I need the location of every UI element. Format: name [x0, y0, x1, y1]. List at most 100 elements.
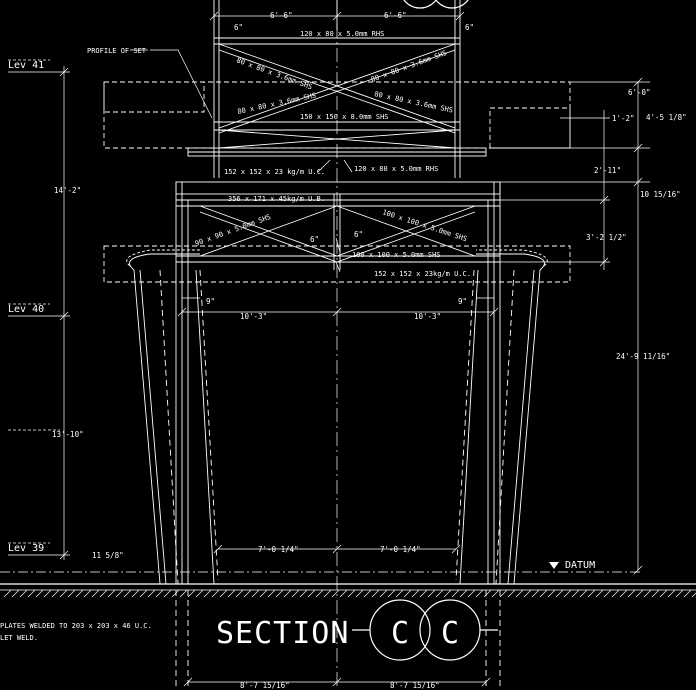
hatch-mark — [235, 589, 244, 598]
hatch-mark — [187, 589, 196, 598]
hatch-mark — [419, 589, 428, 598]
hatch-mark — [195, 589, 204, 598]
dim-r-2-11: 2'-11" — [594, 166, 621, 175]
hatch-mark — [539, 589, 548, 598]
hatch-mark — [683, 589, 692, 598]
hatch-mark — [3, 589, 12, 598]
dim-bot-left: 8'-7 15/16" — [240, 681, 290, 690]
dimension-lines — [8, 11, 650, 687]
member-shs-150: 150 x 150 x 8.0mm SHS — [300, 113, 389, 121]
hatch-mark — [123, 589, 132, 598]
hatch-mark — [243, 589, 252, 598]
dim-l-11: 11 5/8" — [92, 551, 124, 560]
dim-r-10: 10 15/16" — [640, 190, 681, 199]
hatch-mark — [475, 589, 484, 598]
hatch-mark — [443, 589, 452, 598]
hatch-mark — [19, 589, 28, 598]
hatch-mark — [203, 589, 212, 598]
hatch-mark — [435, 589, 444, 598]
section-mark-left: C — [391, 616, 410, 651]
hatch-mark — [75, 589, 84, 598]
hatch-mark — [275, 589, 284, 598]
hatch-mark — [219, 589, 228, 598]
section-mark-right: C — [441, 616, 460, 651]
dim-mid-left: 10'-3" — [240, 312, 267, 321]
hatch-mark — [331, 589, 340, 598]
dim-six-c: 6" — [310, 235, 319, 244]
dim-r-6-0: 6'-0" — [628, 88, 651, 97]
hatch-mark — [635, 589, 644, 598]
hatch-mark — [371, 589, 380, 598]
profile-label: PROFILE OF SET — [87, 47, 147, 55]
hatch-mark — [387, 589, 396, 598]
dim-top-left: 6'-6" — [270, 11, 293, 20]
hatch-mark — [483, 589, 492, 598]
note-line-1: PLATES WELDED TO 203 x 203 x 46 U.C. — [0, 622, 152, 630]
ground-hatch — [3, 589, 696, 598]
datum-triangle-icon — [549, 562, 559, 569]
text-labels: SECTION C C Lev 41 Lev 40 Lev 39 DATUM P… — [0, 11, 687, 690]
hatch-mark — [563, 589, 572, 598]
hatch-mark — [251, 589, 260, 598]
hatch-mark — [411, 589, 420, 598]
hatch-mark — [627, 589, 636, 598]
hatch-mark — [579, 589, 588, 598]
member-shs-100: 100 x 100 x 5.0mm SHS — [352, 251, 441, 259]
member-top-rhs: 120 x 80 x 5.0mm RHS — [300, 30, 384, 38]
hatch-mark — [571, 589, 580, 598]
hatch-mark — [83, 589, 92, 598]
hatch-mark — [587, 589, 596, 598]
hatch-mark — [155, 589, 164, 598]
hatch-mark — [51, 589, 60, 598]
hatch-mark — [339, 589, 348, 598]
hatch-mark — [515, 589, 524, 598]
hatch-mark — [91, 589, 100, 598]
hatch-mark — [227, 589, 236, 598]
hatch-mark — [675, 589, 684, 598]
dim-l-13-10: 13'-10" — [52, 430, 84, 439]
dim-r-1-2: 1'-2" — [612, 114, 635, 123]
member-uc-152-left: 152 x 152 x 23 kg/m U.C. — [224, 168, 325, 176]
hatch-mark — [651, 589, 660, 598]
hatch-mark — [99, 589, 108, 598]
hatch-mark — [403, 589, 412, 598]
dim-six-a: 6" — [234, 23, 243, 32]
hatch-mark — [115, 589, 124, 598]
hatch-mark — [459, 589, 468, 598]
hatch-mark — [131, 589, 140, 598]
member-uc-152-bottom: 152 x 152 x 23kg/m U.C. — [374, 270, 471, 278]
dim-r-3-2: 3'-2 1/2" — [586, 233, 627, 242]
hatch-mark — [523, 589, 532, 598]
dim-top-right: 6'-6" — [384, 11, 407, 20]
hatch-mark — [379, 589, 388, 598]
dim-six-b: 6" — [465, 23, 474, 32]
hatch-mark — [491, 589, 500, 598]
hatch-mark — [299, 589, 308, 598]
hatch-mark — [531, 589, 540, 598]
hatch-mark — [555, 589, 564, 598]
level-41: Lev 41 — [8, 60, 44, 71]
hatch-mark — [163, 589, 172, 598]
member-ub-356: 356 x 171 x 45kg/m U.B. — [228, 195, 325, 203]
dim-mid-right: 10'-3" — [414, 312, 441, 321]
hatch-mark — [603, 589, 612, 598]
hatch-mark — [395, 589, 404, 598]
hatch-mark — [315, 589, 324, 598]
dim-l-14-2: 14'-2" — [54, 186, 81, 195]
hatch-mark — [323, 589, 332, 598]
member-shs-low-right: 80 x 80 x 3.6mm SHS — [374, 90, 454, 114]
hatch-mark — [67, 589, 76, 598]
dim-low-left: 7'-0 1/4" — [258, 545, 299, 554]
hatch-mark — [179, 589, 188, 598]
hatch-mark — [211, 589, 220, 598]
hatch-mark — [267, 589, 276, 598]
hatch-mark — [659, 589, 668, 598]
hatch-mark — [363, 589, 372, 598]
hatch-mark — [35, 589, 44, 598]
dim-r-24-9: 24'-9 11/16" — [616, 352, 670, 361]
note-line-2: LET WELD. — [0, 634, 38, 642]
hatch-mark — [11, 589, 20, 598]
dim-r-4-5: 4'-5 1/8" — [646, 113, 687, 122]
